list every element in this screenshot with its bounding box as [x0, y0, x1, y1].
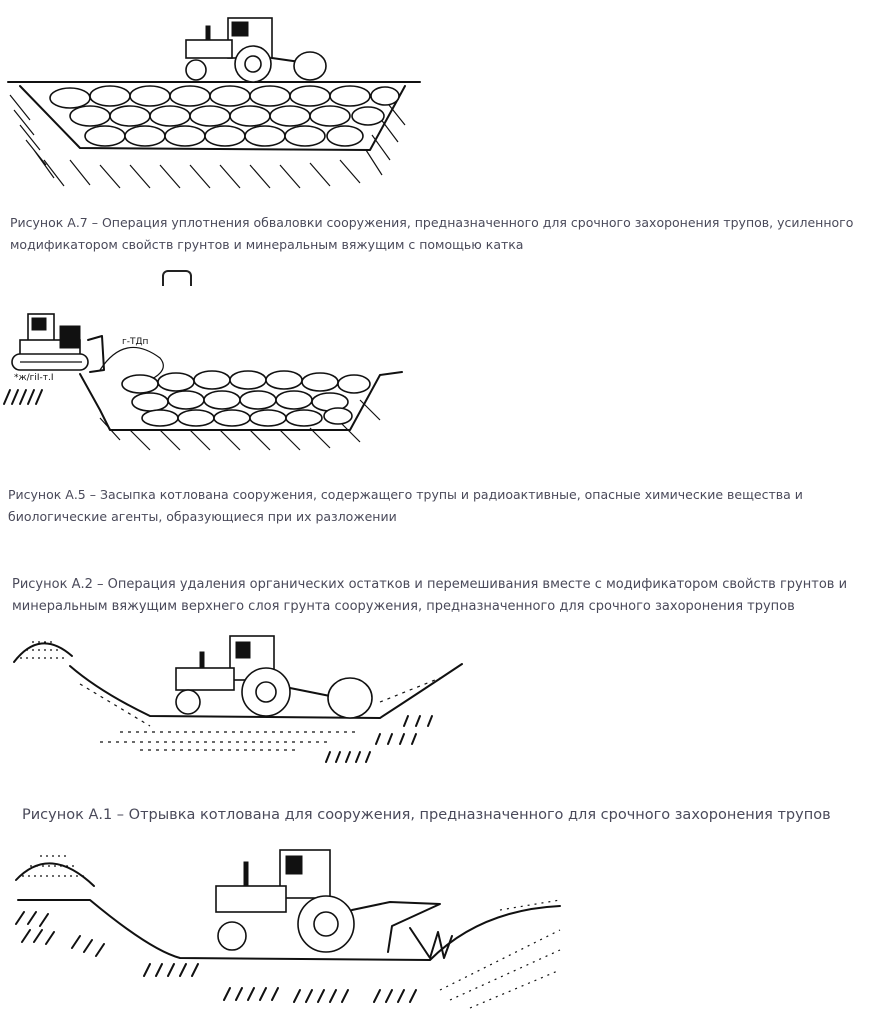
- excavator-tractor-icon: [215, 849, 453, 959]
- tractor-icon: [185, 17, 327, 83]
- mixing-drawing: [13, 635, 463, 763]
- figure-a7-illustration: [0, 0, 440, 200]
- backfill-drawing: г-ТДп *ж/гіІ-т.І: [3, 313, 403, 451]
- figure-a2-illustration: [0, 622, 480, 772]
- drawing-label-tdp: г-ТДп: [122, 337, 149, 347]
- bulldozer-icon: [11, 313, 105, 373]
- bracket-mark: [162, 270, 192, 286]
- figure-a7-caption: Рисунок А.7 – Операция уплотнения обвало…: [10, 215, 854, 252]
- drawing-label-zhril: *ж/гіІ-т.І: [14, 373, 54, 383]
- figure-a5-caption: Рисунок А.5 – Засыпка котлована сооружен…: [8, 487, 803, 524]
- figure-a1-illustration: [0, 840, 580, 1020]
- figure-a1-caption: Рисунок А.1 – Отрывка котлована для соор…: [22, 807, 831, 823]
- roller-compaction-drawing: [7, 17, 421, 189]
- tractor-icon: [175, 635, 373, 719]
- excavation-drawing: [15, 849, 561, 1009]
- figure-a2-caption: Рисунок А.2 – Операция удаления органиче…: [12, 577, 848, 614]
- figure-a5-illustration: г-ТДп *ж/гіІ-т.І: [0, 300, 420, 470]
